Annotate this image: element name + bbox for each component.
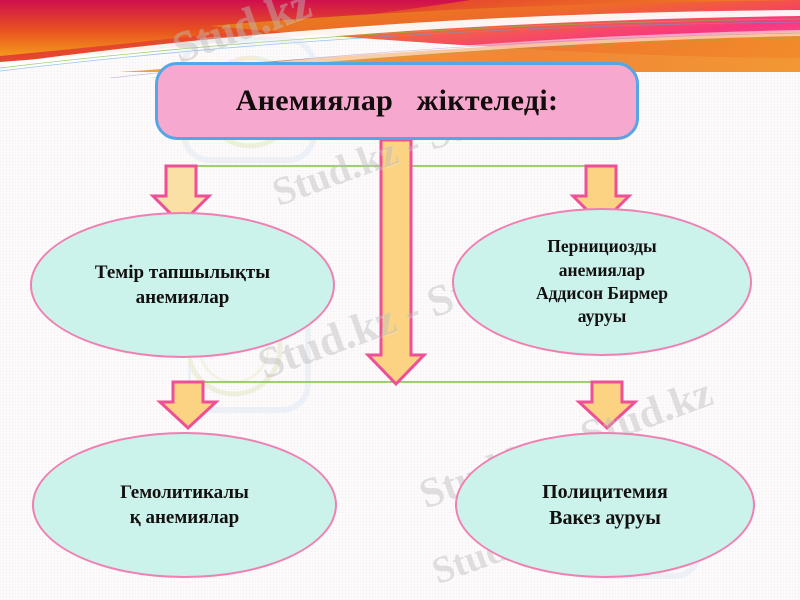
decorative-banner	[0, 0, 800, 78]
page-title: Анемиялар жіктеледі:	[235, 84, 559, 117]
node-iron-deficiency-anemia[interactable]: Темір тапшылықты анемиялар	[30, 212, 335, 358]
node-hemolytic-anemia[interactable]: Гемолитикалы қ анемиялар	[32, 432, 337, 578]
node-label: Гемолитикалы қ анемиялар	[120, 481, 249, 528]
node-polycythemia[interactable]: Полицитемия Вакез ауруы	[455, 432, 755, 578]
node-label: Темір тапшылықты анемиялар	[94, 261, 271, 308]
node-label: Пернициозды анемиялар Аддисон Бирмер аур…	[536, 236, 668, 327]
node-pernicious-anemia[interactable]: Пернициозды анемиялар Аддисон Бирмер аур…	[452, 208, 752, 356]
diagram-title-box: Анемиялар жіктеледі:	[155, 62, 639, 140]
node-label: Полицитемия Вакез ауруы	[542, 480, 668, 529]
